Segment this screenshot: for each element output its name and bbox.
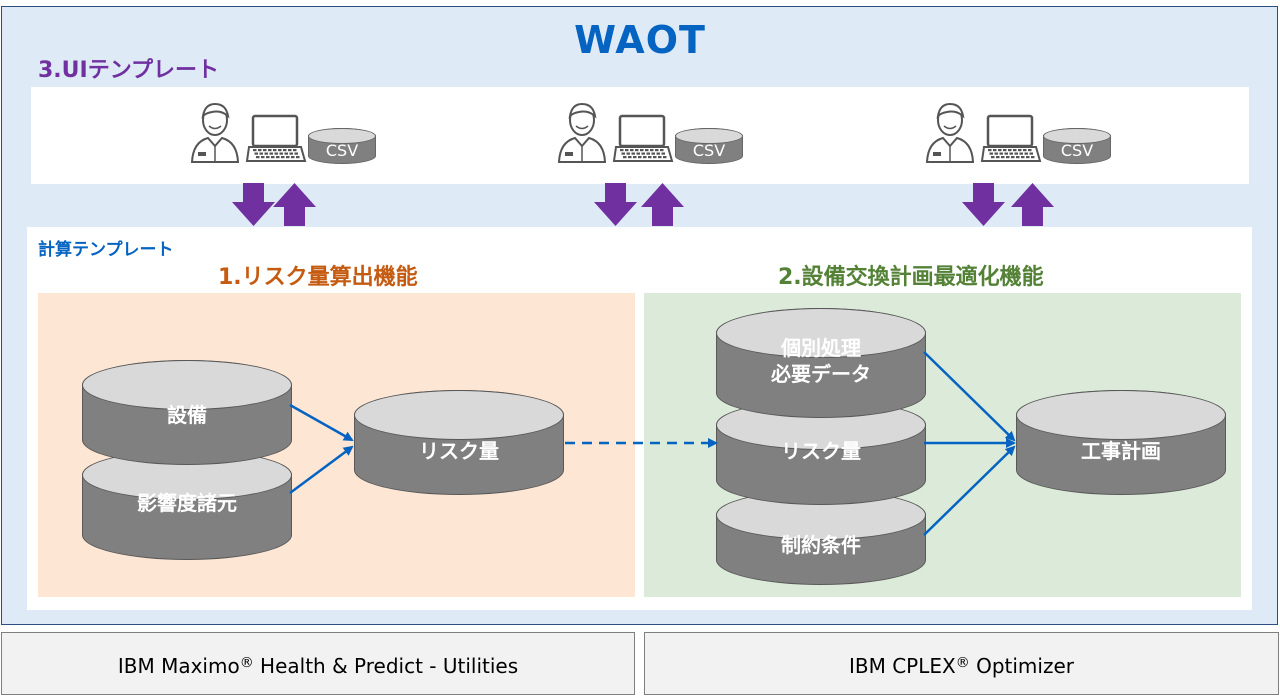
csv-label: CSV xyxy=(325,141,359,160)
flow-arrow-data-to-plan xyxy=(923,351,1016,442)
ui-arrows-3 xyxy=(962,183,1054,226)
user-icon xyxy=(190,102,240,163)
up-arrow-3 xyxy=(1011,183,1054,226)
csv-label: CSV xyxy=(1060,141,1094,160)
cylinder-opt-risk-amount-label: リスク量 xyxy=(781,439,861,463)
cylinder-impact-specs-label: 影響度諸元 xyxy=(137,491,237,515)
cylinder-equipment-label: 設備 xyxy=(167,403,207,427)
footer-cplex-rest: Optimizer xyxy=(969,654,1074,678)
ui-arrows-2 xyxy=(594,183,684,226)
cylinder-equipment: 設備 xyxy=(82,360,292,465)
cylinder-constraints-label: 制約条件 xyxy=(781,533,861,557)
footer-maximo: IBM Maximo® Health & Predict - Utilities xyxy=(1,632,635,695)
csv-file-icon: CSV xyxy=(675,128,743,164)
down-arrow-2 xyxy=(594,183,637,226)
risk-section-title: 1.リスク量算出機能 xyxy=(218,265,418,290)
footer-maximo-rest: Health & Predict - Utilities xyxy=(253,654,519,678)
laptop-icon xyxy=(980,114,1042,162)
cylinder-risk-amount: リスク量 xyxy=(354,390,564,495)
up-arrow-1 xyxy=(273,183,316,226)
flow-arrow-equipment-to-risk xyxy=(289,403,354,442)
laptop-icon xyxy=(245,114,307,162)
flow-arrow-impact-to-risk xyxy=(289,445,354,495)
footer-maximo-name: IBM Maximo xyxy=(117,654,240,678)
up-arrow-2 xyxy=(641,183,684,226)
down-arrow-3 xyxy=(962,183,1005,226)
flow-arrow-constraints-to-plan xyxy=(923,445,1016,536)
csv-label: CSV xyxy=(692,141,726,160)
footer-maximo-mark: ® xyxy=(239,655,254,671)
footer-cplex-mark: ® xyxy=(955,655,970,671)
cylinder-construction-plan-label: 工事計画 xyxy=(1081,439,1161,463)
laptop-icon xyxy=(612,114,674,162)
footer-cplex-name: IBM CPLEX xyxy=(848,654,956,678)
calc-template-label: 計算テンプレート xyxy=(38,240,174,260)
ui-template-label: 3.UIテンプレート xyxy=(38,58,220,83)
user-icon xyxy=(925,102,975,163)
cylinder-processing-data: 個別処理 必要データ xyxy=(716,308,926,418)
footer-cplex: IBM CPLEX® Optimizer xyxy=(644,632,1279,695)
cylinder-construction-plan: 工事計画 xyxy=(1016,390,1226,495)
down-arrow-1 xyxy=(232,183,275,226)
csv-file-icon: CSV xyxy=(1043,128,1111,164)
cylinder-processing-data-label: 個別処理 必要データ xyxy=(771,336,871,386)
cylinder-constraints: 制約条件 xyxy=(716,490,926,585)
user-icon xyxy=(557,102,607,163)
waot-title: WAOT xyxy=(574,18,706,62)
ui-arrows-1 xyxy=(232,183,316,226)
optimization-section-title: 2.設備交換計画最適化機能 xyxy=(778,265,1044,290)
csv-file-icon: CSV xyxy=(308,128,376,164)
cylinder-risk-amount-label: リスク量 xyxy=(419,439,499,463)
